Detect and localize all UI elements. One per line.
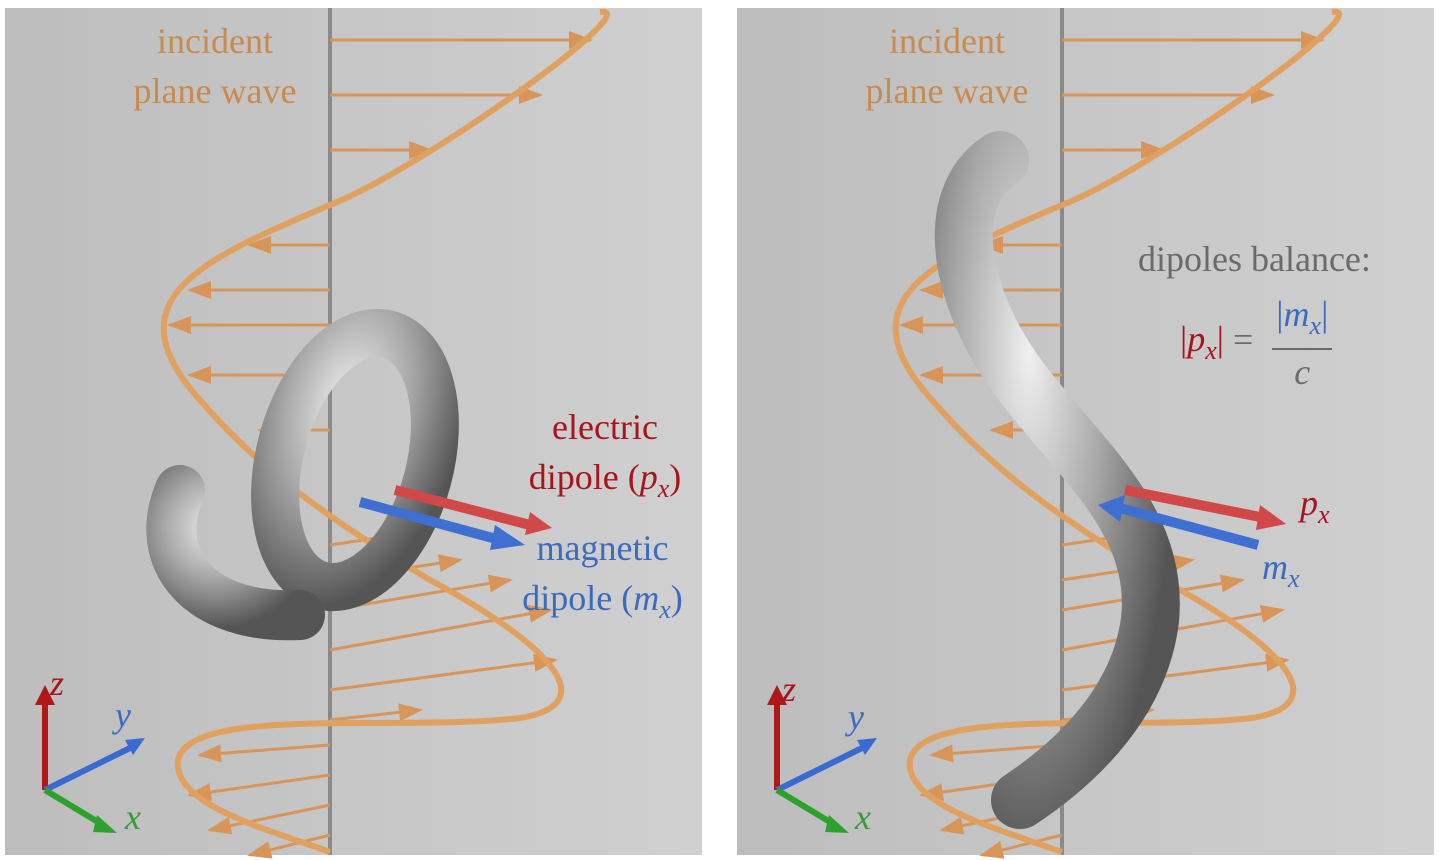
- balance-formula: |px| = |mx| c: [1180, 292, 1333, 394]
- p-symbol: p: [1187, 319, 1206, 360]
- magnetic-dipole-arrowhead: [490, 525, 525, 550]
- field-arrow: [207, 803, 331, 835]
- p-sub: x: [1205, 336, 1217, 366]
- axis-y-label: y: [115, 690, 131, 740]
- electric-line1: electric: [552, 407, 658, 447]
- p-dipole-arrow: [1124, 485, 1266, 523]
- y-axis-arrow: [775, 745, 864, 793]
- wave-label-line2: plane wave: [865, 71, 1029, 111]
- magnetic-dipole-arrow: [358, 497, 502, 545]
- field-arrow: [197, 743, 331, 763]
- p-sub: x: [657, 474, 670, 503]
- axis-y-label: y: [848, 692, 864, 742]
- m-dipole-arrow: [1118, 503, 1260, 550]
- axis-z-label: z: [782, 664, 796, 714]
- magnetic-prefix: dipole (: [522, 578, 634, 618]
- axis-x-label: x: [855, 792, 871, 842]
- right-panel: [737, 8, 1434, 859]
- torus-particle: [251, 308, 459, 612]
- balance-title: dipoles balance:: [1138, 239, 1371, 279]
- wave-label-line1: incident: [157, 21, 273, 61]
- m-symbol: m: [1283, 294, 1310, 334]
- m-sub: x: [1288, 564, 1300, 593]
- x: x: [855, 797, 871, 837]
- electric-prefix: dipole (: [528, 457, 640, 497]
- p-symbol: p: [639, 457, 658, 497]
- electric-dipole-arrowhead: [525, 512, 552, 535]
- electric-dipole-label: electric dipole (px): [505, 402, 705, 514]
- wave-label-right: incident plane wave: [842, 16, 1052, 116]
- field-arrow: [187, 773, 331, 801]
- wave-label-left: incident plane wave: [110, 16, 320, 116]
- field-arrow: [329, 703, 423, 722]
- wave-label-line2: plane wave: [133, 71, 297, 111]
- x-axis-arrow: [775, 787, 837, 828]
- z: z: [782, 669, 797, 709]
- torus-tail: [146, 465, 325, 641]
- field-arrow: [929, 743, 1063, 763]
- axis-z-label: z: [50, 658, 64, 708]
- electric-suffix: ): [669, 457, 682, 497]
- magnetic-dipole-label: magnetic dipole (mx): [500, 523, 705, 635]
- s-shaped-particle: [934, 131, 1180, 829]
- m-symbol: m: [633, 578, 660, 618]
- y-axis-head: [125, 738, 145, 755]
- m: m: [1262, 547, 1288, 587]
- p: p: [1300, 483, 1318, 523]
- m-label: mx: [1262, 542, 1300, 604]
- p-label: px: [1300, 478, 1330, 540]
- field-arrow: [329, 653, 558, 692]
- z-axis-head: [35, 685, 55, 705]
- m-sub: x: [1309, 311, 1322, 340]
- field-arrow: [329, 604, 553, 652]
- left-panel: [5, 8, 702, 859]
- wave-label-line1: incident: [889, 21, 1005, 61]
- c-symbol: c: [1294, 352, 1311, 392]
- x-axis-arrow: [43, 787, 105, 828]
- p-dipole-arrowhead: [1256, 505, 1286, 530]
- y: y: [115, 695, 131, 735]
- z-axis-head: [767, 685, 787, 705]
- x-axis-head: [825, 815, 849, 833]
- magnetic-line1: magnetic: [536, 528, 669, 568]
- field-arrow: [979, 833, 1063, 859]
- y-axis-head: [857, 738, 877, 755]
- field-arrow: [247, 833, 331, 859]
- y: y: [848, 697, 864, 737]
- magnetic-suffix: ): [670, 578, 683, 618]
- x: x: [125, 797, 141, 837]
- z: z: [50, 663, 65, 703]
- p-sub: x: [1318, 500, 1330, 529]
- m-dipole-arrowhead: [1098, 495, 1125, 522]
- electric-dipole-arrow: [393, 485, 532, 530]
- equals-sign: =: [1232, 319, 1254, 360]
- m-sub: x: [659, 595, 671, 624]
- axis-x-label: x: [125, 792, 141, 842]
- y-axis-arrow: [43, 745, 132, 793]
- x-axis-head: [93, 815, 117, 833]
